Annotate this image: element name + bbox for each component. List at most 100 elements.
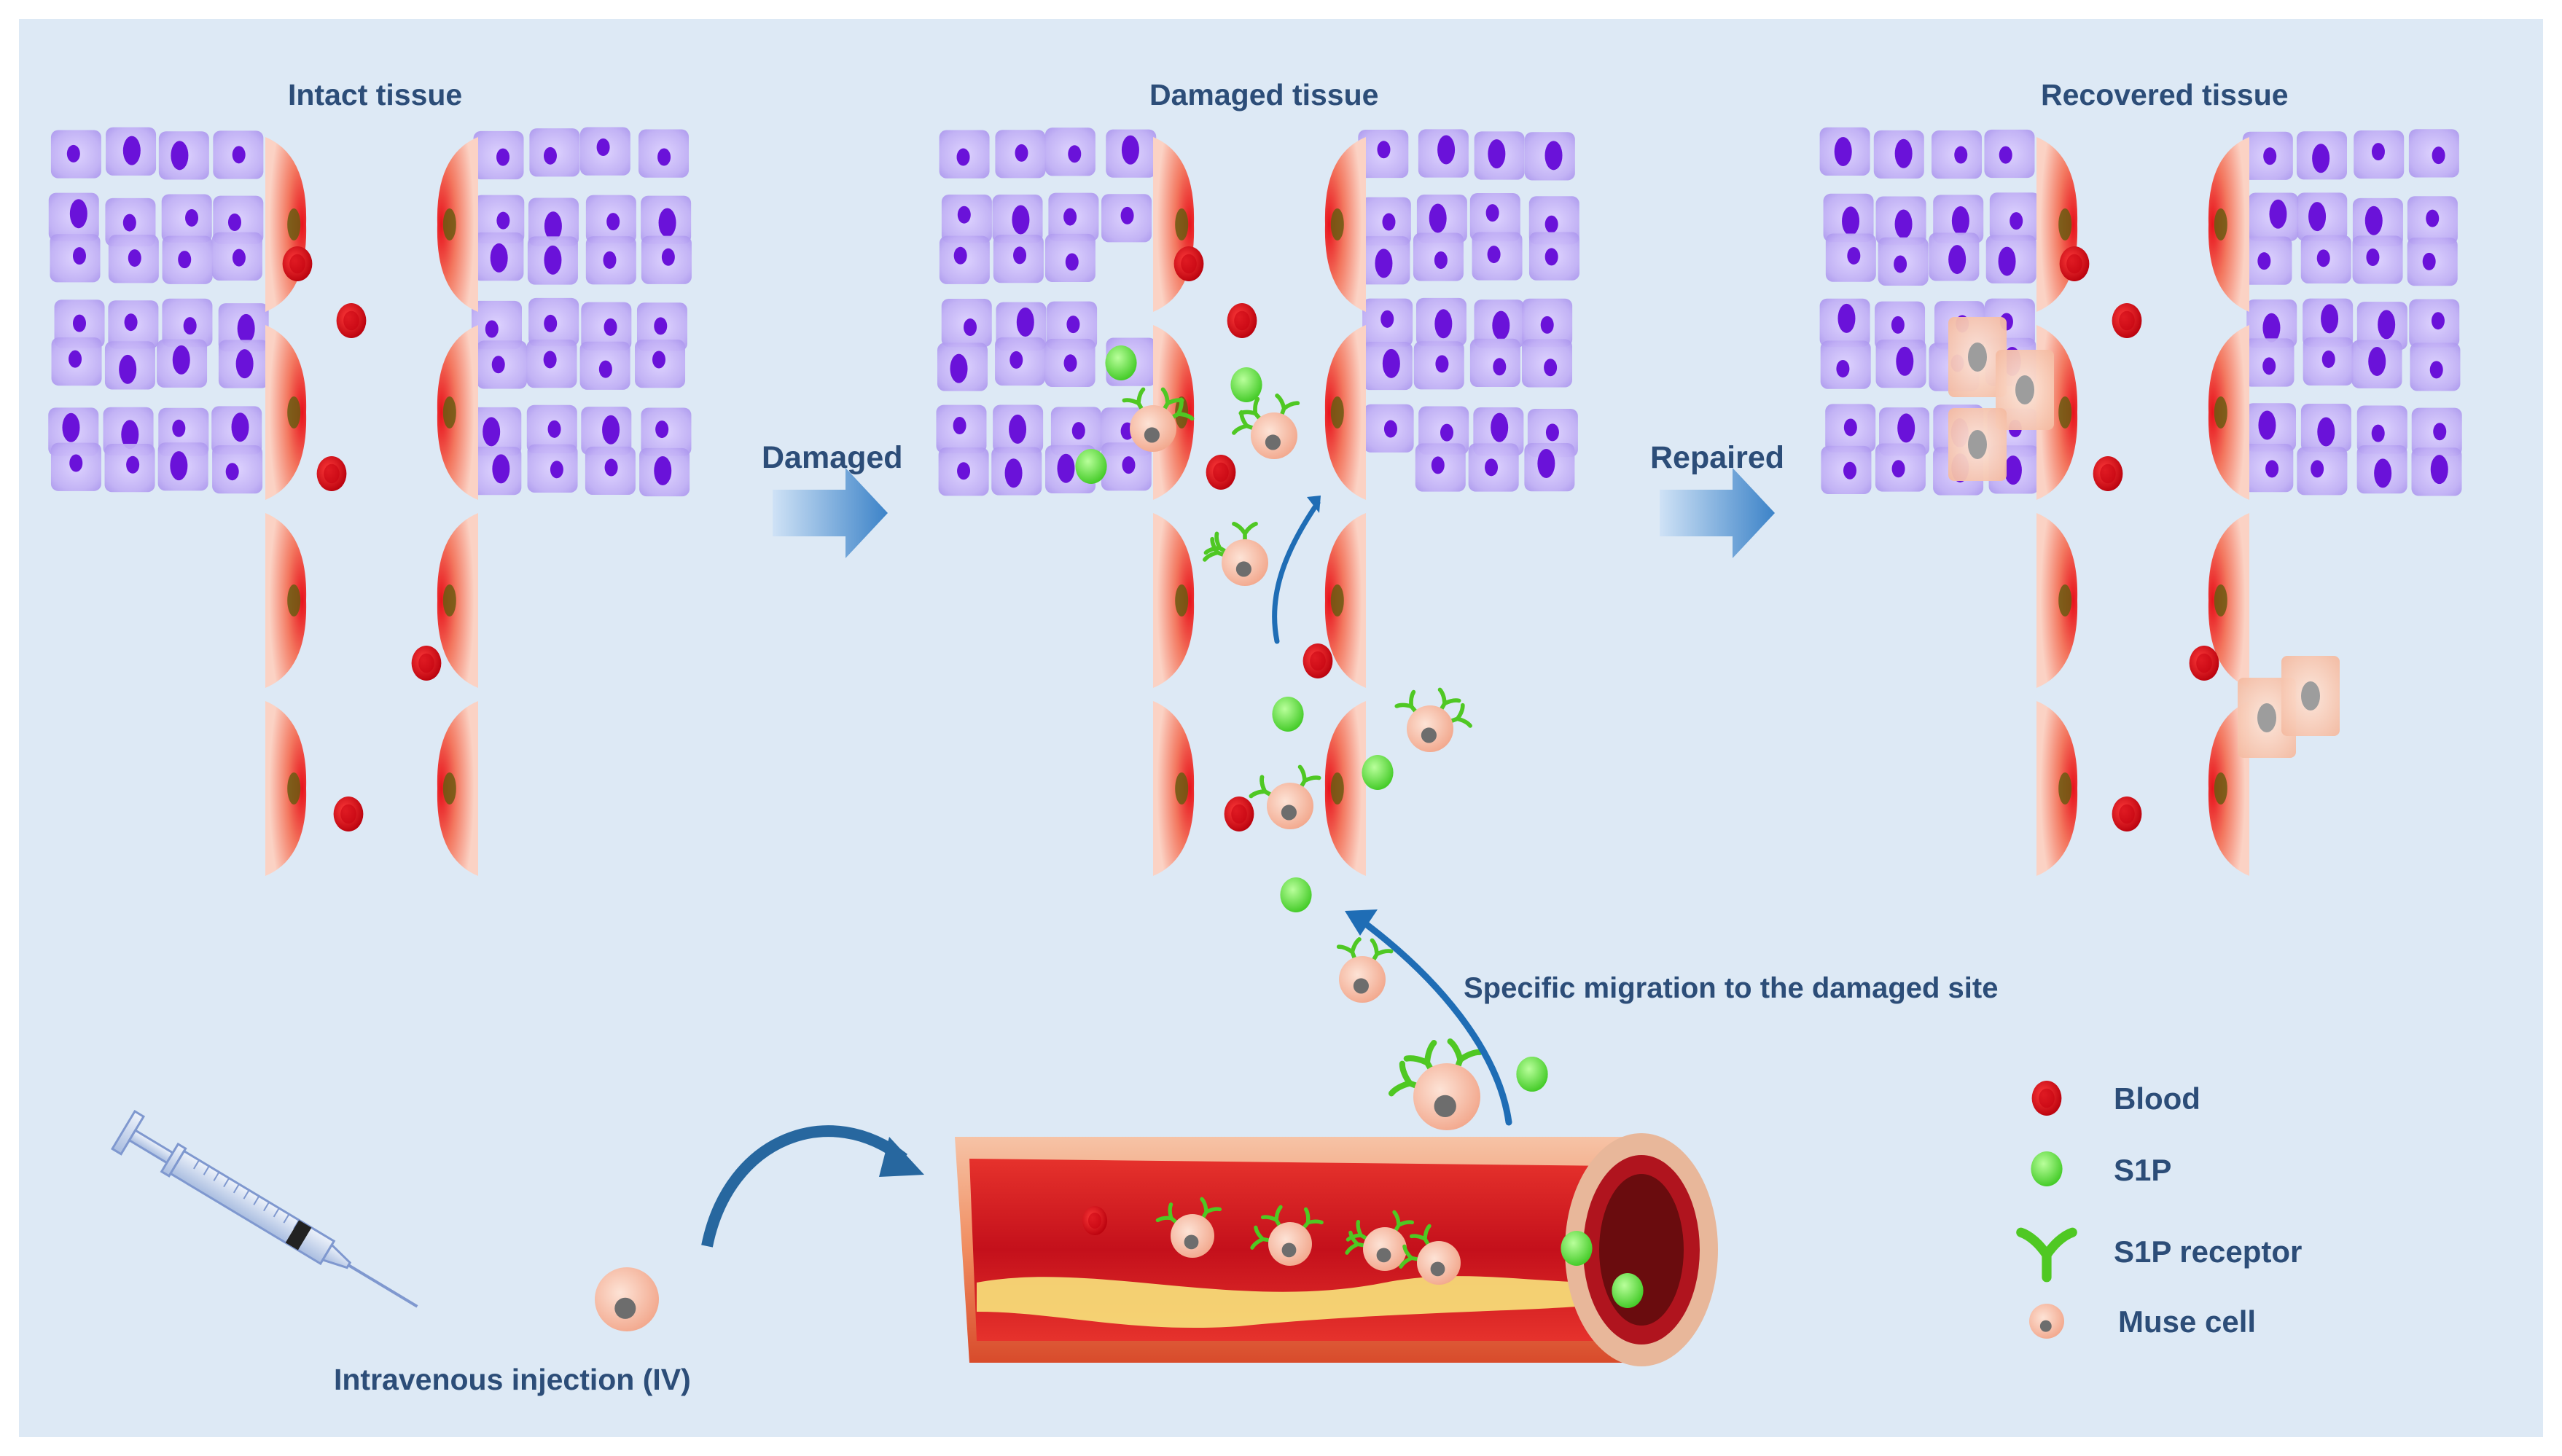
s1p-molecule-icon bbox=[1272, 697, 1304, 732]
cell-nucleus bbox=[547, 420, 561, 438]
cell-nucleus bbox=[2364, 206, 2383, 235]
syringe-icon bbox=[111, 1109, 418, 1308]
tissue-left-recovered bbox=[1819, 127, 2040, 496]
cell-nucleus bbox=[1121, 135, 1139, 165]
vessel-lumen-depth bbox=[1599, 1174, 1684, 1326]
cell-nucleus bbox=[1063, 208, 1077, 226]
s1p-receptor-icon bbox=[2016, 1227, 2077, 1283]
s1p-molecule-icon bbox=[1561, 1231, 1593, 1266]
cell-nucleus bbox=[492, 454, 510, 484]
cell-nucleus bbox=[1057, 453, 1075, 483]
cell-nucleus bbox=[231, 412, 249, 442]
endothelial-cell bbox=[1324, 325, 1366, 500]
muse-cell-icon bbox=[1336, 937, 1394, 1003]
cell-nucleus bbox=[657, 148, 671, 166]
cell-nucleus bbox=[1016, 307, 1034, 337]
cell-nucleus bbox=[1954, 146, 1968, 164]
endothelial-cell bbox=[1324, 513, 1366, 688]
cell-nucleus bbox=[72, 314, 86, 332]
legend-label-muse-cell: Muse cell bbox=[2118, 1304, 2257, 1339]
cell-nucleus bbox=[1894, 209, 1913, 239]
cell-nucleus bbox=[2265, 460, 2279, 478]
red-blood-cell-icon bbox=[2093, 456, 2123, 491]
cell-nucleus bbox=[69, 199, 87, 229]
tissue-left-intact bbox=[48, 127, 269, 494]
cell-nucleus bbox=[602, 415, 620, 445]
cell-nucleus bbox=[1891, 316, 1905, 334]
endothelial-nucleus bbox=[442, 208, 456, 240]
legend-label-blood: Blood bbox=[2114, 1081, 2200, 1116]
cell-nucleus bbox=[66, 144, 80, 163]
muse-cell-icon bbox=[1249, 764, 1321, 829]
cell-nucleus bbox=[1537, 448, 1555, 478]
cell-nucleus bbox=[491, 356, 505, 374]
cell-nucleus bbox=[225, 463, 239, 481]
cell-nucleus bbox=[603, 251, 617, 269]
cell-nucleus bbox=[2004, 455, 2022, 485]
legend-label-s1p: S1P bbox=[2114, 1153, 2172, 1187]
cell-nucleus bbox=[654, 317, 668, 335]
red-blood-cell-icon bbox=[1303, 643, 1333, 678]
cell-nucleus bbox=[2433, 423, 2447, 441]
cell-nucleus bbox=[1068, 145, 1082, 163]
endothelial-nucleus bbox=[2214, 584, 2227, 617]
cell-nucleus bbox=[1544, 248, 1558, 266]
cell-nucleus bbox=[1488, 139, 1506, 169]
endothelial-cell bbox=[2036, 701, 2078, 876]
cell-nucleus bbox=[604, 318, 617, 336]
red-blood-cell-icon bbox=[336, 303, 367, 338]
cell-nucleus bbox=[1836, 359, 1850, 377]
cell-nucleus bbox=[1843, 461, 1857, 480]
endothelial-nucleus bbox=[287, 584, 301, 617]
cell-nucleus bbox=[1437, 135, 1456, 165]
s1p-molecule-icon bbox=[2031, 1151, 2063, 1186]
s1p-molecule-icon bbox=[1105, 345, 1137, 380]
cell-nucleus bbox=[483, 417, 501, 447]
cell-nucleus bbox=[1842, 206, 1860, 236]
repaired-transition-arrow bbox=[1660, 468, 1775, 558]
cell-nucleus bbox=[1431, 456, 1445, 474]
cell-nucleus bbox=[1013, 246, 1027, 265]
cell-nucleus bbox=[124, 313, 138, 332]
endothelial-nucleus bbox=[287, 772, 301, 805]
cell-nucleus bbox=[172, 345, 190, 375]
cell-nucleus bbox=[1837, 303, 1856, 333]
cell-nucleus bbox=[1485, 458, 1499, 477]
endothelial-cell bbox=[1153, 137, 1195, 312]
cell-nucleus bbox=[69, 350, 82, 368]
endothelial-nucleus bbox=[442, 584, 456, 617]
cell-nucleus bbox=[1493, 358, 1507, 376]
cell-nucleus bbox=[237, 313, 255, 343]
cell-nucleus bbox=[1434, 309, 1453, 339]
cell-nucleus bbox=[655, 420, 669, 439]
cell-nucleus bbox=[2321, 350, 2335, 368]
cell-nucleus bbox=[1897, 413, 1915, 443]
red-blood-cell-icon bbox=[2189, 646, 2219, 681]
tissue-right-damaged bbox=[1358, 129, 1579, 492]
cell-nucleus bbox=[1440, 423, 1453, 442]
cell-nucleus bbox=[1545, 423, 1559, 442]
muse-cell-icon bbox=[1155, 1197, 1222, 1258]
endothelial-cell bbox=[437, 701, 478, 876]
cell-nucleus bbox=[1435, 355, 1449, 373]
cell-nucleus bbox=[1122, 456, 1136, 474]
cell-nucleus bbox=[598, 360, 612, 378]
migration-arrow-large bbox=[1359, 918, 1512, 1126]
red-blood-cell-icon bbox=[1206, 455, 1236, 490]
cell-nucleus bbox=[1540, 316, 1554, 334]
s1p-molecule-icon bbox=[1280, 877, 1312, 912]
cell-nucleus bbox=[957, 462, 971, 480]
s1p-molecule-icon bbox=[1362, 755, 1394, 790]
muse-cell-icon bbox=[1399, 1224, 1461, 1285]
cell-nucleus bbox=[1544, 359, 1558, 377]
muse-cell-icon bbox=[1203, 521, 1268, 586]
cell-nucleus bbox=[1377, 141, 1391, 159]
cell-nucleus bbox=[543, 351, 557, 369]
cell-nucleus bbox=[1004, 458, 1023, 488]
muse-cell-icon bbox=[1250, 1205, 1324, 1266]
vessel-plaque bbox=[977, 1276, 1604, 1328]
endothelial-cell bbox=[1324, 701, 1366, 876]
cell-nucleus bbox=[1383, 420, 1397, 438]
recovered-tissue-title: Recovered tissue bbox=[2041, 78, 2289, 111]
red-blood-cell-icon bbox=[333, 797, 364, 831]
